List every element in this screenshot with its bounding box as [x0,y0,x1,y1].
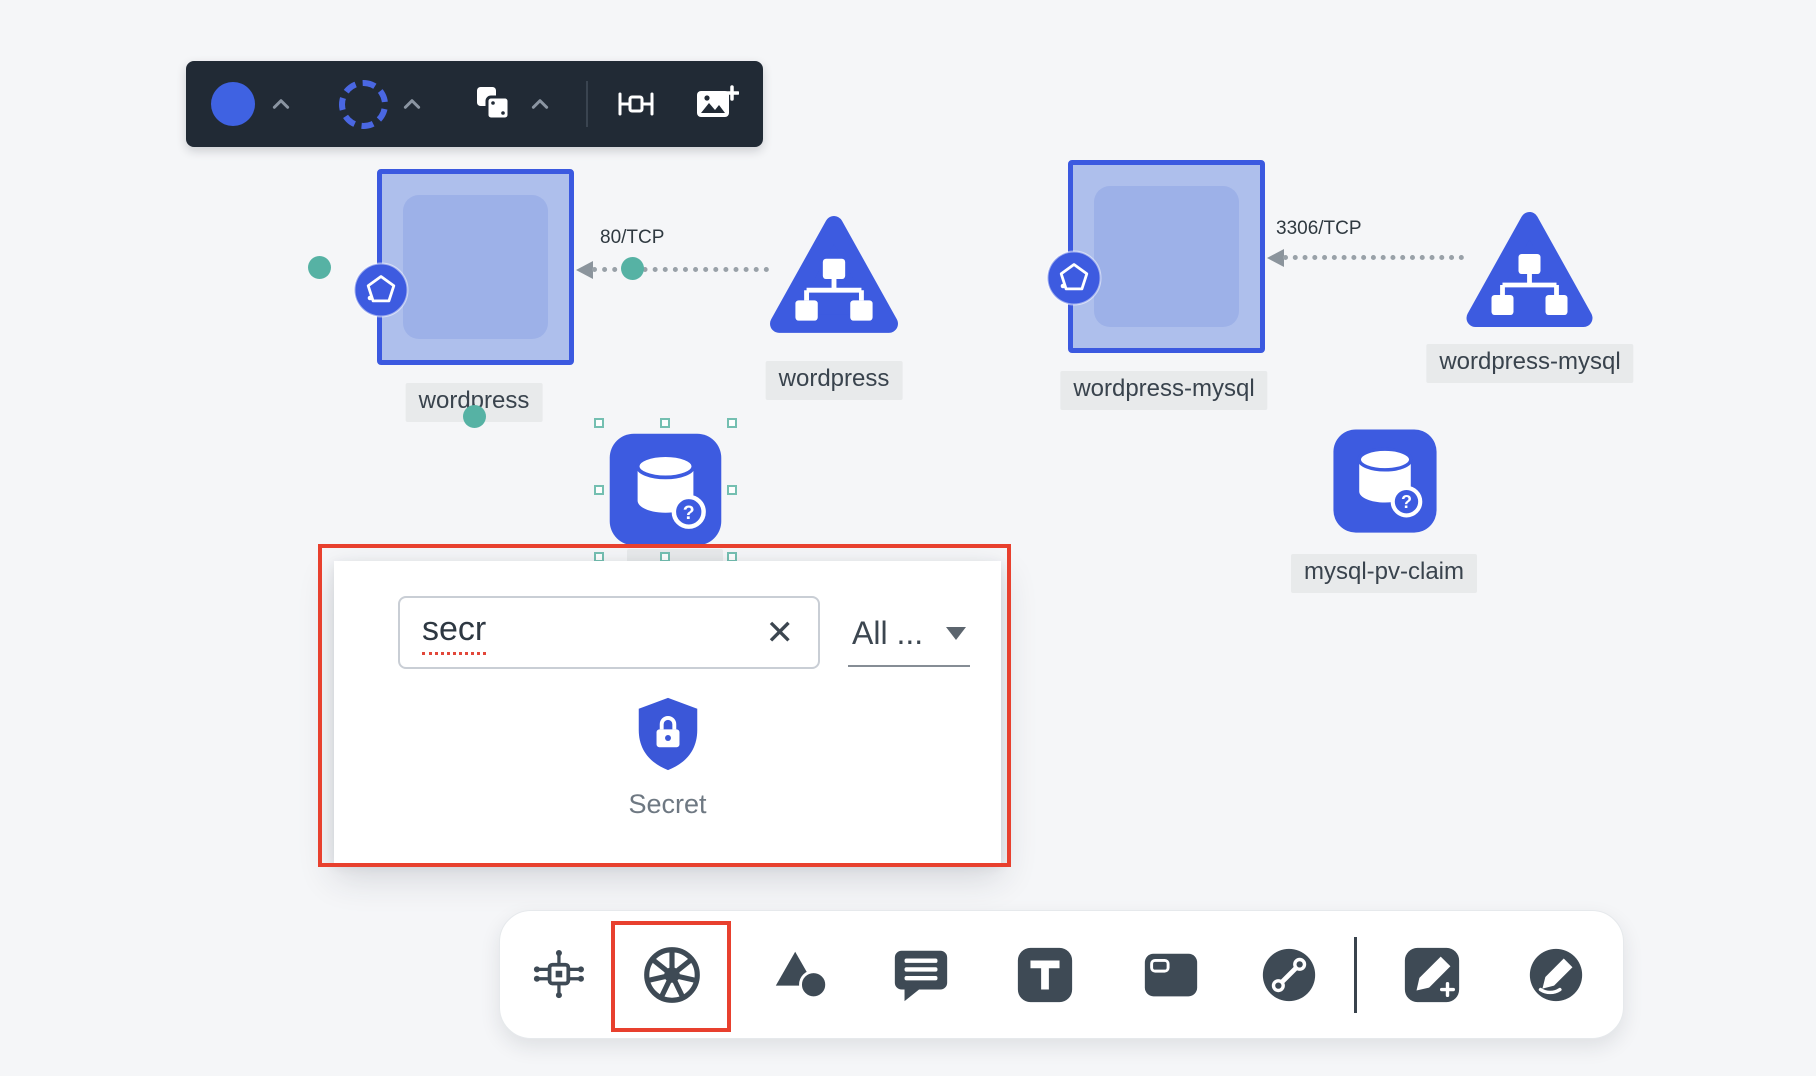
node-new-pvc[interactable]: ? [606,430,725,549]
pod-area [403,195,548,339]
copy-style-icon[interactable] [470,82,514,126]
stroke-style-chevron-icon[interactable] [402,97,422,111]
shapes-tool-icon[interactable] [768,942,834,1008]
category-filter-dropdown[interactable]: All ... [848,613,970,667]
node-wordpress-mysql-deployment[interactable] [1046,160,1265,353]
node-mysql-pv-claim[interactable]: ? [1330,426,1440,536]
fill-color-button[interactable] [211,82,255,126]
selection-handle[interactable] [727,485,737,495]
node-wordpress-service[interactable] [769,212,899,342]
toolbar-divider [586,81,588,127]
selection-box: ? [594,418,737,562]
node-label-wordpress-mysql-service[interactable]: wordpress-mysql [1426,344,1634,383]
result-label: Secret [628,789,707,819]
frame-tool-icon[interactable] [1138,942,1204,1008]
result-secret[interactable]: Secret [334,695,1001,820]
connector-tool-icon[interactable] [1256,942,1322,1008]
node-wordpress-mysql-service[interactable] [1464,208,1595,336]
svg-text:?: ? [683,502,695,524]
pod-area [1094,186,1239,327]
edge-label: 3306/TCP [1276,218,1362,239]
selection-handle[interactable] [660,418,670,428]
pen-add-tool-icon[interactable] [1399,942,1465,1008]
connection-handle[interactable] [308,256,331,279]
add-image-icon[interactable] [693,81,739,127]
node-label-wordpress-mysql-deployment[interactable]: wordpress-mysql [1060,371,1268,410]
filter-value: All ... [852,615,924,651]
connection-handle[interactable] [621,257,644,280]
connection-handle[interactable] [463,405,486,428]
resource-search-input[interactable]: secr ✕ [398,596,820,669]
edge-wordpress-mysql[interactable] [1283,255,1464,260]
clear-search-button[interactable]: ✕ [765,613,795,652]
selection-handle[interactable] [727,418,737,428]
edge-arrowhead [576,261,593,279]
dropdown-caret-icon [946,627,966,640]
node-wordpress-deployment[interactable] [353,169,574,365]
stroke-style-button[interactable] [339,80,388,129]
selection-toolbar [186,61,763,147]
edge-wordpress[interactable] [592,267,769,272]
comment-tool-icon[interactable] [888,942,954,1008]
pod-badge-icon [1046,250,1102,306]
pod-badge-icon [353,262,409,318]
text-field-icon[interactable] [614,82,658,126]
node-label-mysql-pv-claim[interactable]: mysql-pv-claim [1290,554,1478,593]
edge-label: 80/TCP [600,227,665,248]
secret-shield-icon [638,697,697,771]
resource-picker-panel: secr ✕ All ... Secret [334,561,1001,863]
fill-color-chevron-icon[interactable] [271,97,291,111]
selection-handle[interactable] [594,418,604,428]
search-input-value: secr [422,610,487,655]
tool-dock [499,910,1624,1039]
dock-divider [1354,937,1357,1013]
edge-arrowhead [1267,249,1284,267]
kubernetes-tool-icon[interactable] [639,942,705,1008]
selection-handle[interactable] [594,485,604,495]
text-tool-icon[interactable] [1012,942,1078,1008]
svg-text:?: ? [1401,492,1412,512]
circuit-board-tool-icon[interactable] [525,942,591,1008]
hidden-node-label [627,549,723,563]
node-label-wordpress-service[interactable]: wordpress [765,361,903,400]
signature-pen-tool-icon[interactable] [1523,942,1589,1008]
copy-style-chevron-icon[interactable] [530,97,550,111]
